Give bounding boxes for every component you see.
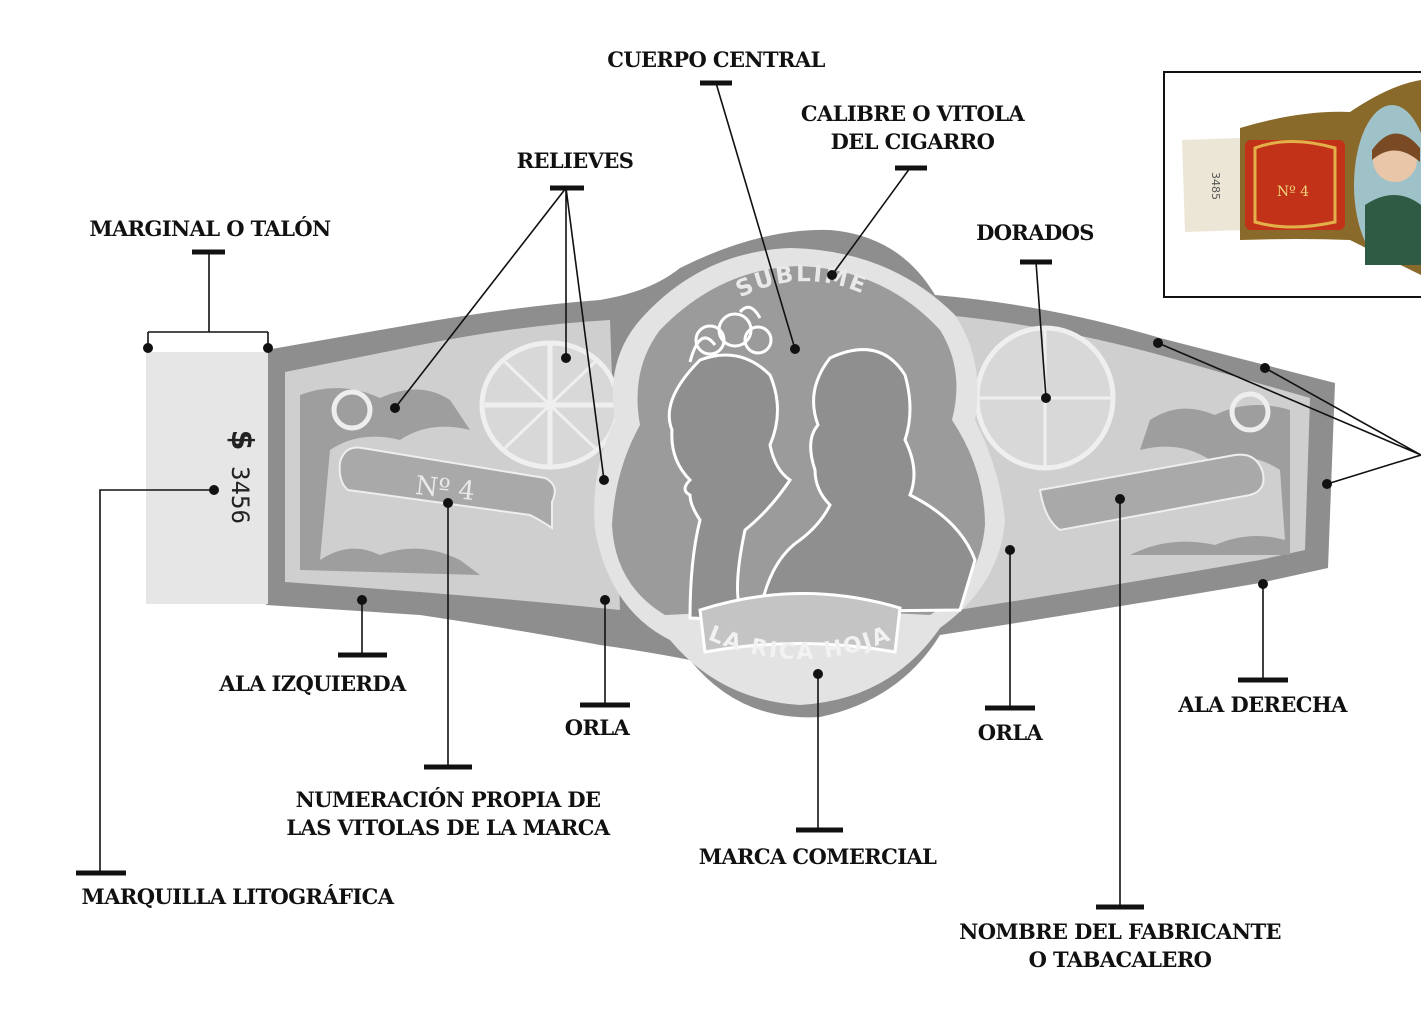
leader-dots <box>143 270 1332 679</box>
label-marca-comercial-text: MARCA COMERCIAL <box>698 844 937 869</box>
label-ala-izquierda: ALA IZQUIERDA <box>200 670 425 698</box>
label-numeracion: NUMERACIÓN PROPIA DE LAS VITOLAS DE LA M… <box>268 786 628 842</box>
cigar-band: SUBLIME LA RICA HOJA Nº 4 $ 3456 <box>146 229 1335 718</box>
label-marginal: MARGINAL O TALÓN <box>70 215 350 243</box>
label-fabricante-line1: NOMBRE DEL FABRICANTE <box>959 919 1281 944</box>
label-orla-left: ORLA <box>547 714 647 742</box>
right-ribbon <box>1038 453 1265 532</box>
label-ala-derecha: ALA DERECHA <box>1160 691 1365 719</box>
label-numeracion-line2: LAS VITOLAS DE LA MARCA <box>286 815 610 840</box>
stub-serial-symbol: $ <box>224 430 259 451</box>
label-orla-left-text: ORLA <box>564 715 630 740</box>
label-calibre: CALIBRE O VITOLA DEL CIGARRO <box>785 100 1040 156</box>
label-ala-izquierda-text: ALA IZQUIERDA <box>219 671 406 696</box>
label-fabricante: NOMBRE DEL FABRICANTE O TABACALERO <box>945 918 1295 974</box>
left-medallion <box>479 340 621 470</box>
label-relieves-text: RELIEVES <box>516 148 634 173</box>
label-marquilla: MARQUILLA LITOGRÁFICA <box>60 883 415 911</box>
label-marquilla-text: MARQUILLA LITOGRÁFICA <box>81 884 394 909</box>
marginal-stub <box>146 352 268 604</box>
left-ribbon <box>338 446 556 530</box>
label-calibre-line1: CALIBRE O VITOLA <box>800 101 1025 126</box>
brand-ribbon <box>698 592 902 654</box>
right-ornament <box>1130 405 1290 555</box>
svg-text:3485: 3485 <box>1209 172 1222 200</box>
label-calibre-line2: DEL CIGARRO <box>830 129 995 154</box>
label-dorados: DORADOS <box>960 219 1110 247</box>
stub-serial-number: 3456 <box>226 466 254 524</box>
label-cuerpo-central-text: CUERPO CENTRAL <box>607 47 825 72</box>
label-marginal-text: MARGINAL O TALÓN <box>89 216 331 241</box>
label-orla-right-text: ORLA <box>977 720 1043 745</box>
label-cuerpo-central: CUERPO CENTRAL <box>596 46 836 74</box>
leader-bars <box>76 80 1288 910</box>
right-curl <box>1229 391 1271 433</box>
photo-inset: 3485 Nº 4 <box>1163 71 1421 298</box>
left-curl <box>331 389 373 431</box>
label-orla-right: ORLA <box>960 719 1060 747</box>
label-numeracion-line1: NUMERACIÓN PROPIA DE <box>295 787 601 812</box>
leader-lines <box>99 82 1421 907</box>
left-ornament <box>300 388 480 575</box>
svg-text:Nº 4: Nº 4 <box>1277 184 1309 200</box>
label-ala-derecha-text: ALA DERECHA <box>1178 692 1347 717</box>
label-relieves: RELIEVES <box>495 147 655 175</box>
label-marca-comercial: MARCA COMERCIAL <box>680 843 955 871</box>
tiara-ornament <box>688 305 773 363</box>
portrait-man <box>758 348 977 614</box>
label-fabricante-line2: O TABACALERO <box>1028 947 1212 972</box>
label-dorados-text: DORADOS <box>976 220 1094 245</box>
